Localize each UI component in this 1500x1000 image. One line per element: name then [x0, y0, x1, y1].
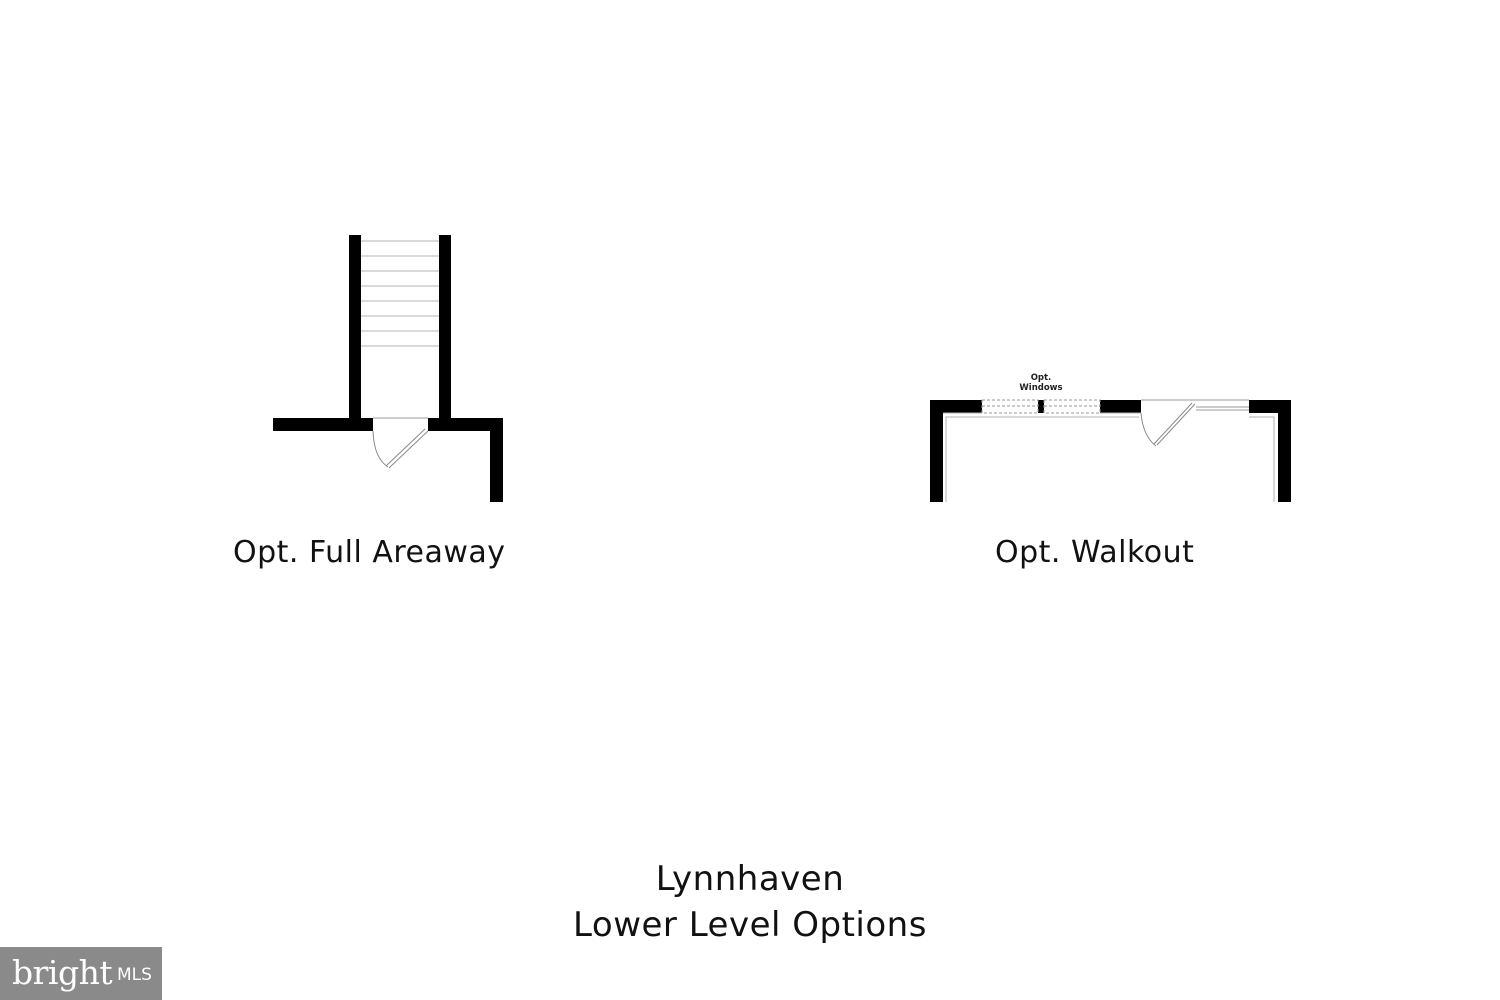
walkout-interior-outline: [943, 412, 1275, 502]
areaway-plan: [273, 235, 503, 502]
plan-title-model: Lynnhaven: [655, 859, 845, 899]
walkout-door-leaf: [1156, 403, 1196, 446]
opt-windows-label-line2: Windows: [1019, 382, 1063, 393]
areaway-wall-right: [428, 418, 503, 431]
watermark-brand: bright: [12, 953, 113, 992]
walkout-mullion: [1038, 400, 1044, 413]
walkout-wall-left: [930, 400, 943, 502]
walkout-wall-top-right: [1249, 400, 1291, 413]
areaway-door-leaf: [388, 430, 429, 469]
watermark-mls: MLS: [117, 965, 152, 985]
areaway-stair-wall-left: [349, 235, 361, 418]
opt-windows-label-line1: Opt.: [1030, 373, 1052, 383]
walkout-opt-windows: [981, 399, 1101, 414]
areaway-caption: Opt. Full Areaway: [233, 535, 506, 570]
areaway-wall-left: [273, 418, 373, 431]
walkout-wall-top-left: [930, 400, 982, 413]
walkout-caption: Opt. Walkout: [995, 535, 1195, 570]
areaway-wall-return: [490, 418, 503, 502]
walkout-wall-top-mid: [1100, 400, 1141, 413]
areaway-stair-wall-right: [439, 235, 451, 418]
walkout-door-swing: [1140, 412, 1157, 447]
walkout-wall-right: [1278, 400, 1291, 502]
plan-title: Lynnhaven Lower Level Options: [0, 856, 1500, 948]
walkout-plan: [930, 399, 1291, 502]
opt-windows-label: Opt. Windows: [1009, 373, 1073, 393]
mls-watermark: bright MLS: [0, 947, 162, 1000]
areaway-door-swing: [372, 430, 389, 468]
plan-title-subtitle: Lower Level Options: [573, 905, 927, 945]
areaway-stair-treads: [361, 240, 439, 347]
